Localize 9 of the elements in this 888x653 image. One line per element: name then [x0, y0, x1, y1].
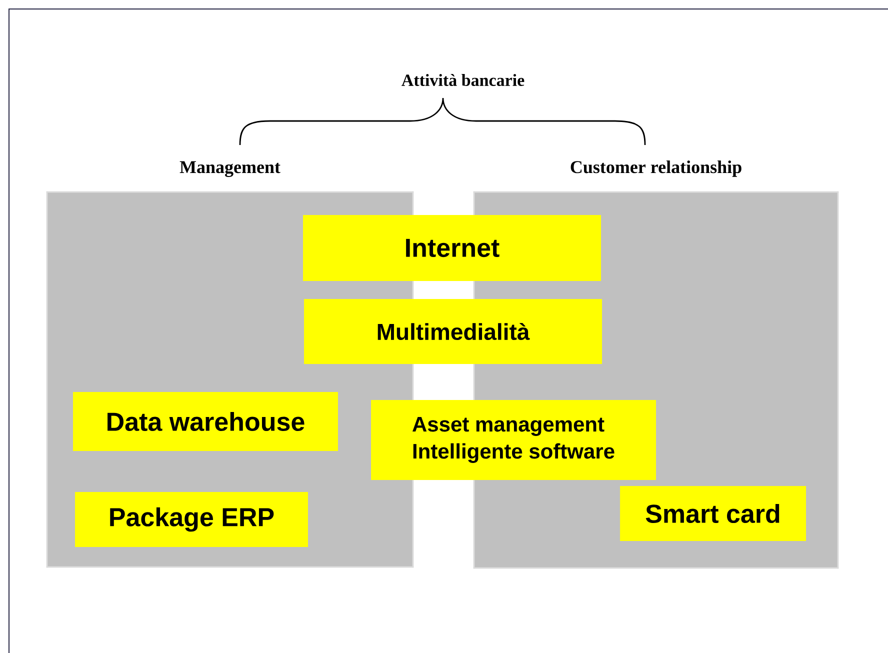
node-label: Customer relationship: [570, 160, 742, 177]
title: Attività bancarie: [402, 74, 524, 86]
node-label: Management: [180, 161, 280, 177]
label-box: Asset management Intelligente software: [371, 400, 656, 480]
label-box: Data warehouse: [73, 392, 338, 451]
label-box: Smart card: [620, 486, 806, 541]
label-box: Multimedialità: [304, 299, 602, 364]
label-box: Package ERP: [75, 492, 308, 547]
label-box: Internet: [303, 215, 601, 281]
